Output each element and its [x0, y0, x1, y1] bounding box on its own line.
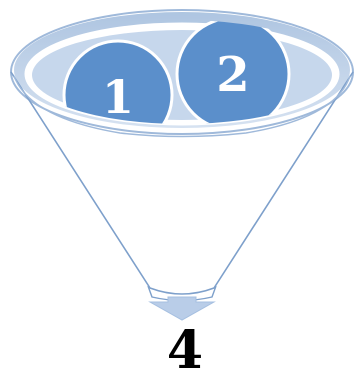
ball-2-label: 2 — [216, 47, 249, 103]
down-arrow-icon — [150, 297, 214, 320]
result-label: 4 — [167, 320, 203, 370]
ball-3 — [152, 126, 244, 218]
ball-1-label: 1 — [102, 70, 134, 124]
